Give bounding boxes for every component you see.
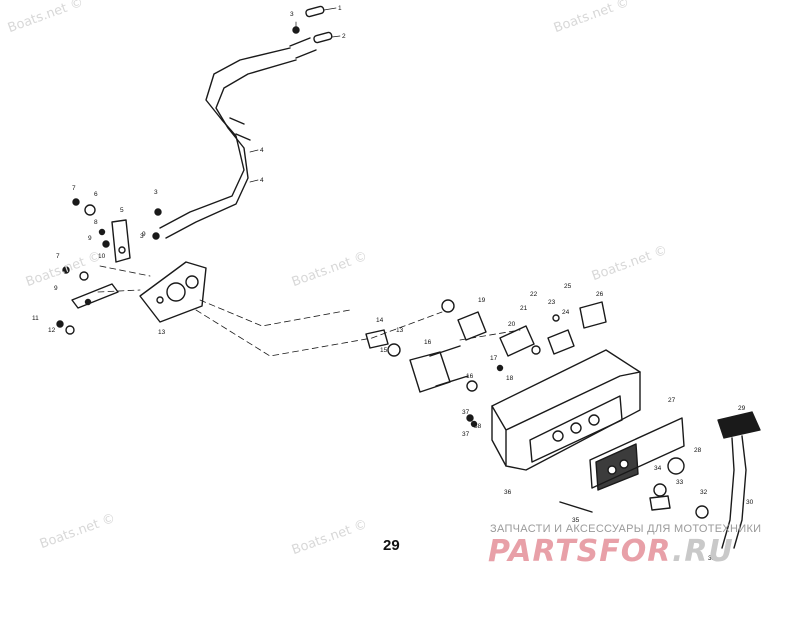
throttle-handle-grip: [717, 411, 761, 439]
label-22: 22: [530, 291, 538, 298]
pin-20: [499, 325, 535, 357]
label-3c: 3: [140, 233, 144, 240]
label-35: 35: [572, 517, 580, 524]
label-10: 10: [98, 253, 106, 260]
part-number-labels: 1 2 3 4 4 3 5 6 7 8 9 9 10 3 7 9 11 12 1…: [32, 5, 754, 562]
label-6: 6: [94, 191, 98, 198]
label-11: 11: [32, 315, 39, 322]
control-cable-lower: [165, 59, 297, 239]
label-9b: 9: [142, 231, 146, 238]
label-27: 27: [668, 397, 676, 404]
label-28: 28: [694, 447, 702, 454]
shop-logo[interactable]: PARTSFOR.RU: [488, 534, 734, 569]
shop-logo-part-a: PARTS: [488, 534, 600, 569]
label-21: 21: [520, 305, 528, 312]
lever-arm-10: [71, 283, 119, 309]
shop-logo-part-b: FOR: [599, 534, 672, 569]
label-1: 1: [338, 5, 342, 12]
label-37b: 37: [462, 431, 470, 438]
label-5: 5: [120, 207, 124, 214]
label-30: 30: [746, 499, 754, 506]
washer-15: [387, 343, 401, 357]
label-34: 34: [654, 465, 662, 472]
control-housing-plate: [139, 261, 207, 323]
label-19: 19: [478, 297, 486, 304]
label-18: 18: [506, 375, 514, 382]
label-36: 36: [504, 489, 512, 496]
shop-logo-part-c: .RU: [671, 534, 734, 569]
cable-end-2: [313, 31, 333, 44]
cap-33: [667, 457, 685, 475]
label-15: 15: [380, 347, 388, 354]
label-13: 13: [158, 329, 166, 336]
label-7b: 7: [56, 253, 60, 260]
label-7: 7: [72, 185, 76, 192]
label-25: 25: [564, 283, 572, 290]
label-26: 26: [596, 291, 604, 298]
label-38: 38: [474, 423, 482, 430]
label-3b: 3: [154, 189, 158, 196]
label-31: 31: [708, 555, 716, 562]
label-9c: 9: [54, 285, 58, 292]
gasket-plate: [589, 417, 685, 489]
label-29: 29: [738, 405, 746, 412]
label-12: 12: [48, 327, 56, 334]
label-4: 4: [260, 147, 264, 154]
shop-caption: ЗАПЧАСТИ И АКСЕССУАРЫ ДЛЯ МОТОТЕХНИКИ: [490, 523, 762, 535]
label-13b: 13: [396, 327, 404, 334]
label-16b: 16: [466, 373, 474, 380]
screw-35: [559, 501, 593, 513]
label-2: 2: [342, 33, 346, 40]
remote-control-box: [491, 349, 641, 471]
bushing-14: [365, 329, 389, 349]
label-4b: 4: [260, 177, 264, 184]
label-16: 16: [424, 339, 432, 346]
switch-24: [547, 329, 575, 355]
washer-6: [84, 204, 96, 216]
label-20: 20: [508, 321, 516, 328]
label-37: 37: [462, 409, 470, 416]
label-14: 14: [376, 317, 384, 324]
label-24: 24: [562, 309, 570, 316]
control-cable-upper: [159, 47, 291, 229]
knob-19: [457, 311, 487, 341]
label-33: 33: [676, 479, 684, 486]
plate-26: [579, 301, 607, 329]
bolt-7: [72, 198, 80, 206]
shaft-assembly: [409, 351, 451, 393]
label-17: 17: [490, 355, 498, 362]
figure-number: 29: [383, 537, 400, 554]
label-8: 8: [94, 219, 98, 226]
label-3: 3: [290, 11, 294, 18]
label-9: 9: [88, 235, 92, 242]
label-23: 23: [548, 299, 556, 306]
cable-end-1: [305, 5, 325, 18]
label-32: 32: [700, 489, 708, 496]
shift-lever-bracket: [111, 219, 131, 263]
